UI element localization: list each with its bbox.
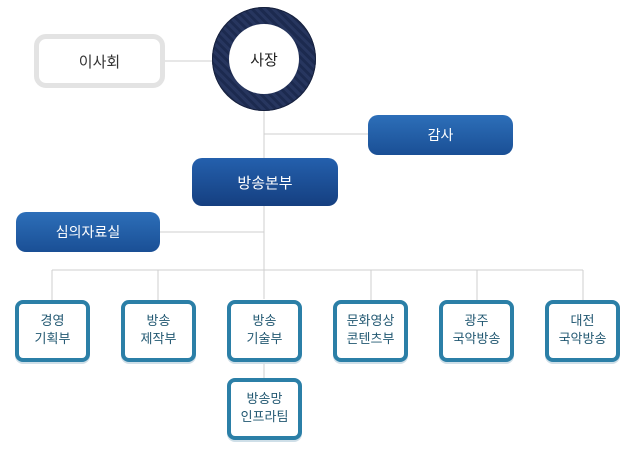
dept-line1: 방송 (252, 314, 277, 329)
ceo-inner: 사장 (229, 24, 299, 94)
dept-line1: 대전 (570, 314, 595, 329)
dept-line2: 콘텐츠부 (346, 332, 395, 347)
board-node: 이사회 (34, 34, 165, 88)
audit-node: 감사 (368, 115, 513, 155)
review-archive-node: 심의자료실 (16, 212, 160, 252)
audit-label: 감사 (427, 128, 454, 144)
review-archive-label: 심의자료실 (55, 225, 121, 241)
dept-culture-video-content: 문화영상 콘텐츠부 (333, 300, 408, 362)
dept-daejeon-gugak: 대전 국악방송 (545, 300, 620, 362)
dept-gwangju-gugak: 광주 국악방송 (439, 300, 514, 362)
dept-line2: 국악방송 (452, 332, 501, 347)
dept-broadcast-production: 방송 제작부 (121, 300, 196, 362)
dept-line1: 광주 (464, 314, 489, 329)
ceo-label: 사장 (250, 50, 278, 69)
dept-management-planning: 경영 기획부 (15, 300, 90, 362)
broadcast-hq-label: 방송본부 (237, 173, 293, 192)
team-line1: 방송망 (246, 392, 283, 407)
dept-line2: 기술부 (246, 332, 283, 347)
dept-line1: 방송 (146, 314, 171, 329)
broadcast-hq-node: 방송본부 (192, 158, 338, 206)
team-line2: 인프라팀 (240, 410, 289, 425)
dept-line2: 국악방송 (558, 332, 607, 347)
ceo-node: 사장 (212, 7, 316, 111)
dept-line1: 문화영상 (346, 314, 395, 329)
dept-line2: 기획부 (34, 332, 71, 347)
board-label: 이사회 (78, 52, 121, 71)
team-broadcast-network-infra: 방송망 인프라팀 (227, 378, 302, 440)
dept-line1: 경영 (40, 314, 65, 329)
dept-broadcast-technology: 방송 기술부 (227, 300, 302, 362)
dept-line2: 제작부 (140, 332, 177, 347)
